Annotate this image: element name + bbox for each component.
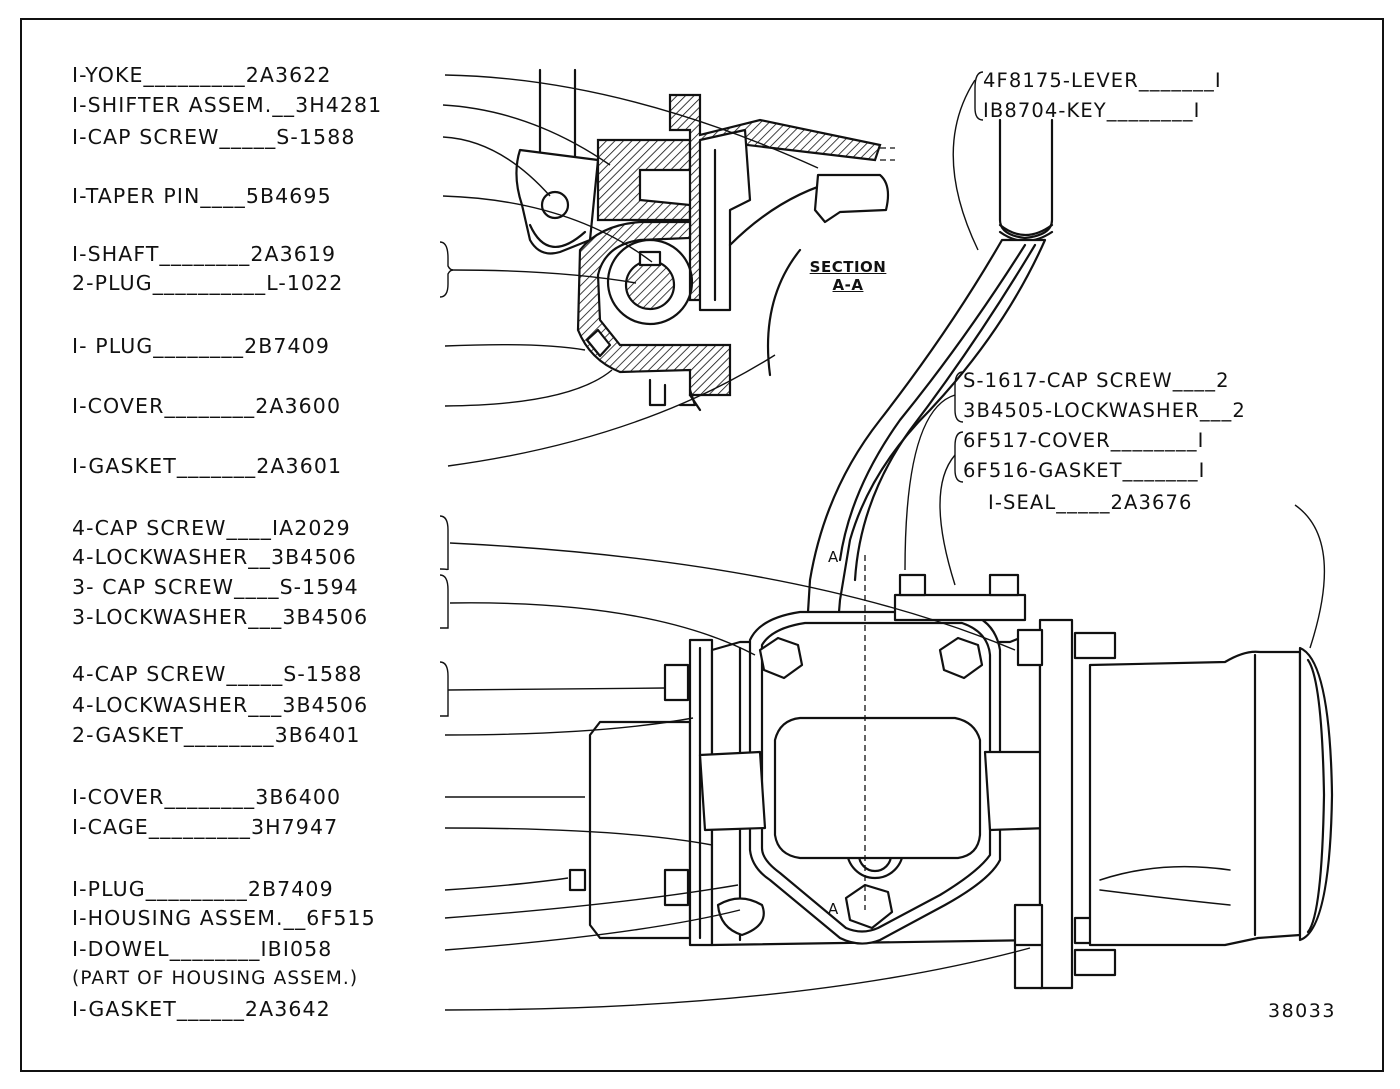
label-lever: 4F8175-LEVER_______I: [983, 69, 1222, 92]
label-gasket-3: I-GASKET______2A3642: [72, 997, 331, 1021]
label-housing-assem: I-HOUSING ASSEM.__6F515: [72, 906, 376, 930]
label-gasket-r: 6F516-GASKET_______I: [963, 459, 1206, 482]
label-lockwasher-3: 3-LOCKWASHER___3B4506: [72, 605, 369, 629]
section-mark-bottom: A: [828, 900, 839, 918]
label-cap-screw-4b: 4-CAP SCREW_____S-1588: [72, 662, 363, 686]
leader-lines: [442, 74, 1326, 1011]
section-title-line1: SECTION: [809, 258, 887, 276]
section-mark-top: A: [828, 548, 839, 566]
label-cap-screw-3: 3- CAP SCREW____S-1594: [72, 575, 359, 599]
label-shaft: I-SHAFT________2A3619: [72, 242, 337, 266]
label-housing-note: (PART OF HOUSING ASSEM.): [72, 968, 359, 989]
label-gasket-2: 2-GASKET________3B6401: [72, 723, 361, 747]
label-lockwasher-4b: 4-LOCKWASHER___3B4506: [72, 693, 369, 717]
label-cage: I-CAGE_________3H7947: [72, 815, 339, 839]
label-cap-screw-4a: 4-CAP SCREW____IA2029: [72, 516, 351, 540]
section-a-a-view: [515, 68, 895, 412]
housing-assembly: [568, 555, 1334, 990]
label-cover-2: I-COVER________3B6400: [72, 785, 342, 809]
label-dowel: I-DOWEL________IBI058: [72, 937, 333, 961]
diagram-frame: [20, 18, 1384, 1072]
section-title-line2: A-A: [832, 276, 864, 294]
label-plug-1: I- PLUG________2B7409: [72, 334, 330, 358]
label-key: IB8704-KEY________I: [983, 99, 1201, 122]
label-yoke: I-YOKE_________2A3622: [72, 63, 332, 87]
label-gasket-1: I-GASKET_______2A3601: [72, 454, 343, 478]
section-title: SECTION A-A: [796, 258, 900, 294]
label-seal: I-SEAL_____2A3676: [988, 491, 1193, 514]
label-lockwasher-4a: 4-LOCKWASHER__3B4506: [72, 545, 357, 569]
label-cap-screw-r: S-1617-CAP SCREW____2: [963, 369, 1230, 392]
label-shifter-assem: I-SHIFTER ASSEM.__3H4281: [72, 93, 383, 117]
label-lockwasher-r: 3B4505-LOCKWASHER___2: [963, 399, 1246, 422]
figure-number: 38033: [1268, 1000, 1336, 1022]
label-plug-3: I-PLUG_________2B7409: [72, 877, 334, 901]
label-taper-pin: I-TAPER PIN____5B4695: [72, 184, 332, 208]
label-cover-r: 6F517-COVER________I: [963, 429, 1205, 452]
label-cap-screw-1: I-CAP SCREW_____S-1588: [72, 125, 356, 149]
label-cover-1: I-COVER________2A3600: [72, 394, 342, 418]
label-plug-2: 2-PLUG__________L-1022: [72, 271, 344, 295]
